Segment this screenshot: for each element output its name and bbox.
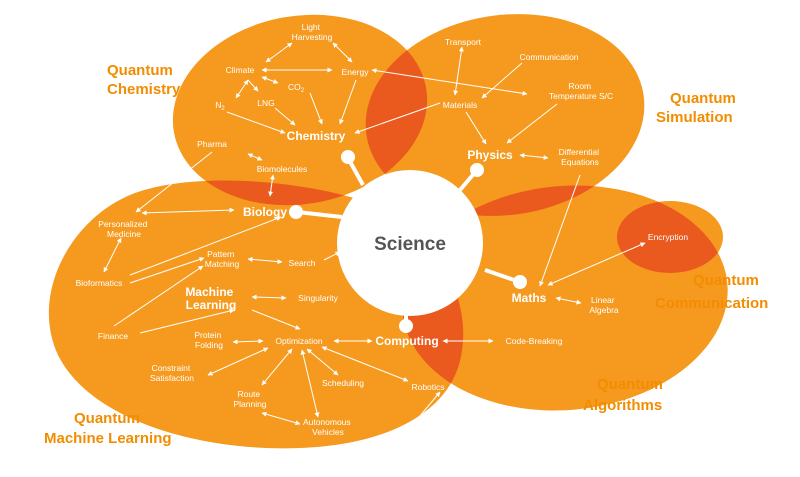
node-robotics: Robotics (411, 382, 444, 392)
major-nodes: Chemistry Physics Biology Machine Learni… (185, 129, 546, 348)
region-label-line: Quantum (107, 62, 173, 79)
node-chemistry: Chemistry (287, 129, 346, 143)
node-line: Machine (185, 285, 233, 299)
node-transport: Transport (445, 37, 482, 47)
region-label-quantum-communication: Quantum Communication (655, 272, 768, 312)
node-constraint-satisfaction: Constraint Satisfaction (150, 363, 194, 383)
node-line: Room (568, 81, 591, 91)
region-label-line: Machine Learning (44, 430, 172, 447)
science-center-circle (337, 170, 483, 316)
node-n2-main: N (215, 100, 221, 110)
node-optimization: Optimization (275, 336, 323, 346)
node-physics: Physics (467, 148, 513, 162)
node-machine-learning: Machine Learning (185, 285, 236, 312)
node-line: Folding (195, 340, 223, 350)
region-label-quantum-machine-learning: Quantum Machine Learning (44, 410, 172, 447)
node-line: Route (237, 389, 260, 399)
node-singularity: Singularity (298, 293, 338, 303)
node-line: Satisfaction (150, 373, 194, 383)
blob-quantum-simulation (365, 14, 645, 216)
node-lng: LNG (257, 98, 274, 108)
node-autonomous-vehicles: Autonomous Vehicles (303, 417, 353, 437)
node-biology: Biology (243, 205, 287, 219)
region-label-line: Simulation (656, 109, 733, 126)
region-label-line: Algorithms (583, 397, 662, 414)
node-maths: Maths (512, 291, 547, 305)
node-finance: Finance (98, 331, 129, 341)
science-label: Science (374, 234, 446, 255)
region-label-quantum-chemistry: Quantum Chemistry (107, 62, 181, 98)
minor-nodes: Light Harvesting Climate Energy CO2 N2 L… (76, 22, 689, 437)
blob-quantum-chemistry (172, 14, 428, 206)
node-line: Protein (194, 330, 221, 340)
node-line: Autonomous (303, 417, 351, 427)
region-label-quantum-algorithms: Quantum Algorithms (583, 376, 667, 414)
node-co2-sub: 2 (301, 88, 305, 94)
node-n2-sub: 2 (221, 106, 225, 112)
region-label-quantum-simulation: Quantum Simulation (656, 90, 740, 126)
node-communication: Communication (519, 52, 578, 62)
region-label-line: Quantum (597, 376, 663, 393)
node-pharma: Pharma (197, 139, 227, 149)
node-protein-folding: Protein Folding (194, 330, 223, 350)
node-energy: Energy (342, 67, 370, 77)
spokes (289, 150, 527, 333)
connections (103, 42, 646, 426)
node-route-planning: Route Planning (233, 389, 266, 409)
node-line: Equations (561, 157, 599, 167)
node-line: Learning (186, 298, 237, 312)
node-line: Light (302, 22, 321, 32)
node-line: Vehicles (312, 427, 344, 437)
region-label-line: Quantum (693, 272, 759, 289)
region-label-line: Chemistry (107, 81, 181, 98)
node-line: Constraint (151, 363, 190, 373)
node-line: Matching (205, 259, 240, 269)
node-room-temperature: Room Temperature S/C (549, 81, 613, 101)
node-search: Search (289, 258, 316, 268)
node-differential-equations: Differential Equations (559, 147, 602, 167)
node-biomolecules: Biomolecules (257, 164, 308, 174)
node-co2-main: CO (288, 82, 301, 92)
node-light-harvesting: Light Harvesting (292, 22, 333, 42)
node-line: Pattern (207, 249, 235, 259)
node-line: Linear (591, 295, 615, 305)
node-bioformatics: Bioformatics (76, 278, 123, 288)
node-personalized-medicine: Personalized Medicine (98, 219, 150, 239)
node-encryption: Encryption (648, 232, 688, 242)
node-line: Temperature S/C (549, 91, 613, 101)
node-climate: Climate (226, 65, 255, 75)
node-pattern-matching: Pattern Matching (205, 249, 240, 269)
node-code-breaking: Code-Breaking (506, 336, 563, 346)
node-co2: CO2 (288, 82, 305, 94)
node-line: Differential (559, 147, 600, 157)
region-label-line: Communication (655, 295, 768, 312)
region-labels: Quantum Chemistry Quantum Simulation Qua… (44, 62, 768, 447)
node-linear-algebra: Linear Algebra (589, 295, 619, 315)
node-line: Medicine (107, 229, 141, 239)
node-computing: Computing (375, 334, 438, 348)
node-line: Harvesting (292, 32, 333, 42)
node-line: Planning (233, 399, 266, 409)
node-line: Algebra (589, 305, 619, 315)
node-materials: Materials (443, 100, 477, 110)
node-n2: N2 (215, 100, 225, 112)
node-line: Personalized (98, 219, 147, 229)
node-scheduling: Scheduling (322, 378, 364, 388)
region-label-line: Quantum (74, 410, 140, 427)
region-label-line: Quantum (670, 90, 736, 107)
